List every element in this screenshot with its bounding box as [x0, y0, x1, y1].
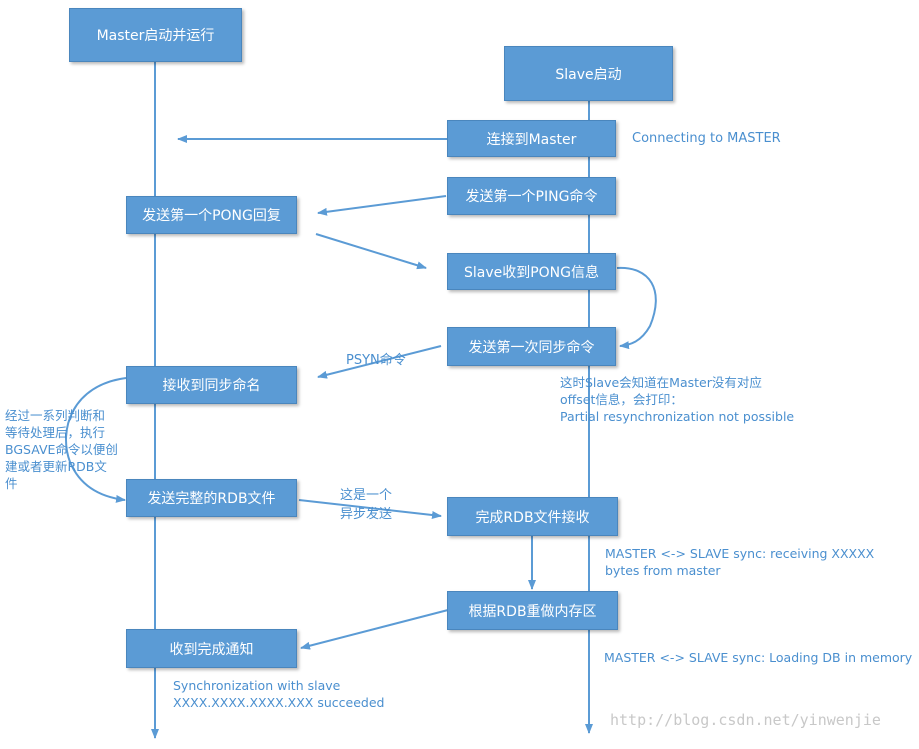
note-async: 这是一个 异步发送	[340, 487, 392, 524]
note-sync-ok-line: XXXX.XXXX.XXXX.XXX succeeded	[173, 695, 385, 710]
note-loading: MASTER <-> SLAVE sync: Loading DB in mem…	[604, 650, 913, 665]
box-master-start: Master启动并运行	[69, 8, 242, 62]
note-async-line: 异步发送	[340, 506, 393, 522]
note-offset-line: offset信息，会打印：	[560, 392, 683, 407]
note-offset: 这时Slave会知道在Master没有对应 offset信息，会打印： Part…	[560, 374, 794, 425]
box-recv-sync: 接收到同步命名	[126, 366, 297, 404]
box-rebuild: 根据RDB重做内存区	[447, 591, 618, 630]
arrow-bgsave-loop	[65, 377, 127, 503]
box-send-ping: 发送第一个PING命令	[447, 177, 616, 215]
box-slave-pong: Slave收到PONG信息	[447, 253, 616, 290]
note-bgsave-line: BGSAVE命令以便创	[5, 442, 118, 457]
note-bgsave: 经过一系列判断和 等待处理后，执行 BGSAVE命令以便创 建或者更新RDB文 …	[5, 407, 118, 492]
box-send-pong: 发送第一个PONG回复	[126, 196, 297, 234]
note-receiving-line: MASTER <-> SLAVE sync: receiving XXXXX	[605, 546, 875, 561]
arrow-pong-loop	[616, 266, 657, 350]
note-sync-ok: Synchronization with slave XXXX.XXXX.XXX…	[173, 677, 384, 711]
note-offset-line: Partial resynchronization not possible	[560, 409, 795, 424]
arrow-psync	[317, 345, 442, 379]
note-receiving-line: bytes from master	[605, 563, 721, 578]
arrow-ping	[317, 195, 447, 216]
box-rdb-done: 完成RDB文件接收	[447, 497, 618, 536]
arrow-notify	[300, 609, 449, 650]
note-bgsave-line: 经过一系列判断和	[5, 408, 106, 423]
note-receiving: MASTER <-> SLAVE sync: receiving XXXXX b…	[605, 545, 874, 579]
note-async-line: 这是一个	[340, 488, 393, 503]
note-connecting: Connecting to MASTER	[632, 131, 781, 146]
arrow-rdb-send	[298, 499, 442, 519]
box-notify: 收到完成通知	[126, 629, 297, 668]
box-send-rdb: 发送完整的RDB文件	[126, 479, 297, 517]
box-connect: 连接到Master	[447, 120, 616, 157]
note-sync-ok-line: Synchronization with slave	[173, 678, 341, 693]
watermark: http://blog.csdn.net/yinwenjie	[610, 711, 881, 729]
note-bgsave-line: 等待处理后，执行	[5, 425, 106, 440]
note-psync: PSYN命令	[346, 353, 406, 368]
note-bgsave-line: 件	[5, 476, 18, 491]
arrow-pong	[315, 233, 427, 270]
box-slave-start: Slave启动	[504, 46, 673, 101]
note-bgsave-line: 建或者更新RDB文	[5, 459, 107, 474]
box-send-sync: 发送第一次同步命令	[447, 327, 616, 366]
note-offset-line: 这时Slave会知道在Master没有对应	[560, 375, 762, 390]
